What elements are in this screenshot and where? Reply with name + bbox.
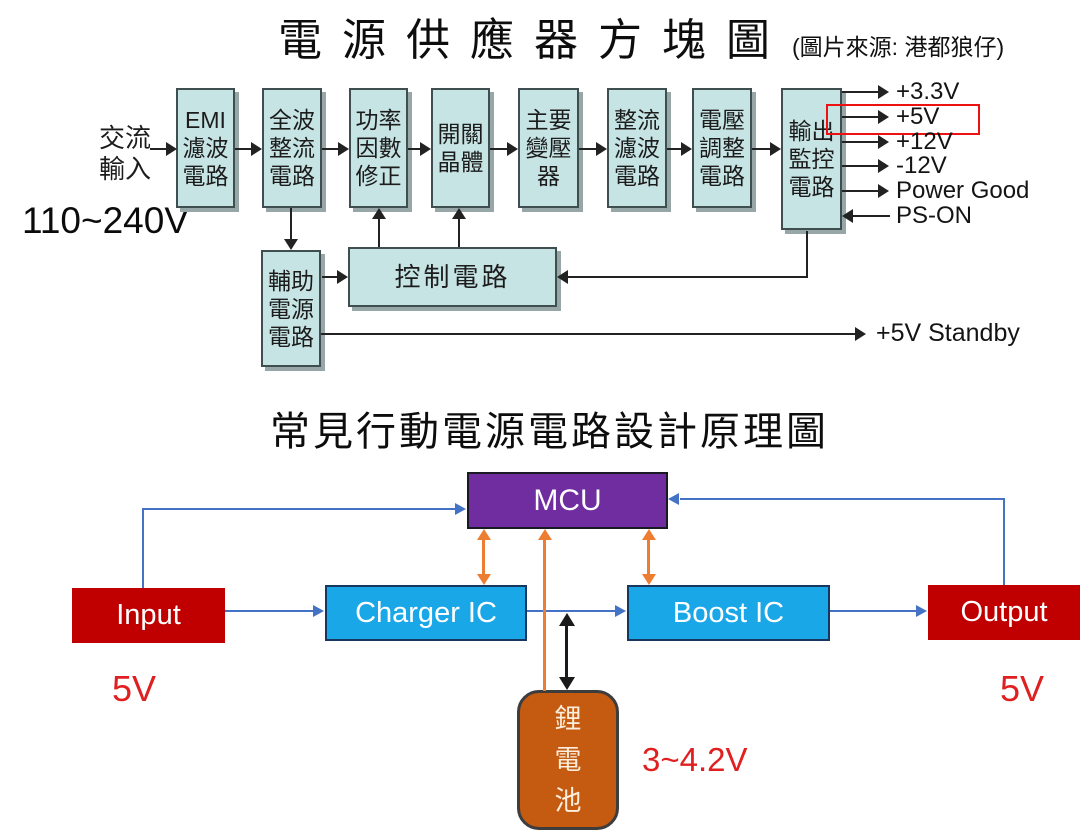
arrow-vreg-to-monitor [752, 148, 770, 150]
arrowhead-charger-to-boost [615, 605, 626, 617]
arrowhead-control-to-switch [452, 208, 466, 219]
block-main-transformer: 主要 變壓 器 [518, 88, 579, 208]
line-control-to-pfc [378, 219, 380, 247]
arrowhead-monitor-to-control [557, 270, 568, 284]
arrowhead-input-to-mcu [455, 503, 466, 515]
top-title-credit: (圖片來源: 港都狼仔) [792, 34, 1005, 60]
arrowhead-boost-to-output [916, 605, 927, 617]
block-pfc: 功率 因數 修正 [349, 88, 408, 208]
line-output-12v [842, 141, 878, 143]
input-5v-label: 5V [112, 668, 157, 709]
line-battery-to-mcu [543, 539, 546, 691]
input-box: Input [72, 588, 225, 643]
line-aux-to-control [322, 276, 337, 278]
block-rectifier-filter: 整流 濾波 電路 [607, 88, 667, 208]
arrowhead-pfc-to-switch [420, 142, 431, 156]
arrowhead-fullwave-to-aux [284, 239, 298, 250]
arrowhead-output-to-mcu [668, 493, 679, 505]
line-standby [321, 333, 855, 335]
top-title: 電源供應器方塊圖 [278, 15, 790, 66]
arrowhead-battery-bus-down [559, 677, 575, 690]
line-output-powergood [842, 190, 878, 192]
arrowhead-battery-bus-up [559, 613, 575, 626]
pson-label: PS-ON [896, 202, 973, 229]
standby-label: +5V Standby [876, 319, 1020, 347]
output-5v-label: +5V [896, 103, 940, 130]
block-emi-filter: EMI 濾波 電路 [176, 88, 235, 208]
arrow-emi-to-fullwave [235, 148, 251, 150]
top-title-row: 電源供應器方塊圖 (圖片來源: 港都狼仔) [278, 4, 1004, 68]
arrow-switch-to-transformer [490, 148, 507, 150]
arrowhead-output-12v [878, 135, 889, 149]
arrowhead-fullwave-to-pfc [338, 142, 349, 156]
arrowhead-psoN-into-monitor [842, 209, 853, 223]
line-output-neg12v [842, 165, 878, 167]
arrow-pfc-to-switch [408, 148, 420, 150]
line-output-5v [842, 116, 878, 118]
arrowhead-aux-to-control [337, 270, 348, 284]
arrowhead-rectfilter-to-vreg [681, 142, 692, 156]
arrowhead-vreg-to-monitor [770, 142, 781, 156]
block-output-monitor: 輸出 監控 電路 [781, 88, 842, 230]
boost-ic-box: Boost IC [627, 585, 830, 641]
bottom-title: 常見行動電源電路設計原理圖 [270, 409, 829, 455]
line-monitor-to-control [568, 276, 808, 278]
line-fullwave-to-aux [290, 208, 292, 239]
line-output-up [1003, 499, 1005, 585]
output-12v-label: +12V [896, 128, 953, 155]
arrowhead-output-powergood [878, 184, 889, 198]
output-neg12v-label: -12V [896, 152, 947, 179]
output-box: Output [928, 585, 1080, 640]
line-monitor-down [806, 231, 808, 278]
battery-voltage-label: 3~4.2V [642, 741, 748, 778]
arrowhead-boost-mcu-down [642, 574, 656, 585]
line-battery-bus [565, 624, 568, 678]
arrow-fullwave-to-pfc [322, 148, 338, 150]
arrowhead-emi-to-fullwave [251, 142, 262, 156]
line-charger-to-boost [527, 610, 615, 612]
arrowhead-output-5v [878, 110, 889, 124]
output-powergood-label: Power Good [896, 177, 1030, 204]
arrow-transformer-to-rectfilter [579, 148, 596, 150]
mcu-box: MCU [467, 472, 668, 529]
line-input-pson [853, 215, 890, 217]
line-output-to-mcu [680, 498, 1005, 500]
line-boost-to-output [830, 610, 916, 612]
arrowhead-input-to-charger [313, 605, 324, 617]
line-input-up [142, 509, 144, 588]
block-aux-power: 輔助 電源 電路 [261, 250, 321, 367]
line-control-to-switch [458, 219, 460, 247]
ac-input-label: 交流 輸入 [98, 123, 151, 184]
output-3v3-label: +3.3V [896, 78, 960, 105]
arrowhead-output-neg12v [878, 159, 889, 173]
arrowhead-boost-mcu-up [642, 529, 656, 540]
line-mcu-charger [482, 539, 485, 575]
arrowhead-charger-mcu-down [477, 574, 491, 585]
arrow-rectfilter-to-vreg [667, 148, 681, 150]
arrowhead-switch-to-transformer [507, 142, 518, 156]
arrowhead-transformer-to-rectfilter [596, 142, 607, 156]
arrowhead-battery-to-mcu [538, 529, 552, 540]
charger-ic-box: Charger IC [325, 585, 527, 641]
arrow-ac-to-emi [150, 148, 166, 150]
line-output-3v3 [842, 91, 878, 93]
block-control-circuit: 控制電路 [348, 247, 557, 307]
block-voltage-regulation: 電壓 調整 電路 [692, 88, 752, 208]
arrowhead-ac-to-emi [166, 142, 177, 156]
input-voltage-label: 110~240V [22, 200, 190, 241]
block-switching-transistor: 開關 晶體 [431, 88, 490, 208]
battery-box: 鋰 電 池 [517, 690, 619, 830]
line-mcu-boost [647, 539, 650, 575]
arrowhead-charger-mcu-up [477, 529, 491, 540]
output-5v-label: 5V [1000, 668, 1045, 709]
arrowhead-output-3v3 [878, 85, 889, 99]
arrowhead-control-to-pfc [372, 208, 386, 219]
highlight-5v-box [826, 104, 980, 135]
arrowhead-standby [855, 327, 866, 341]
block-fullwave-rectifier: 全波 整流 電路 [262, 88, 322, 208]
line-input-to-charger [225, 610, 313, 612]
line-input-to-mcu [142, 508, 455, 510]
